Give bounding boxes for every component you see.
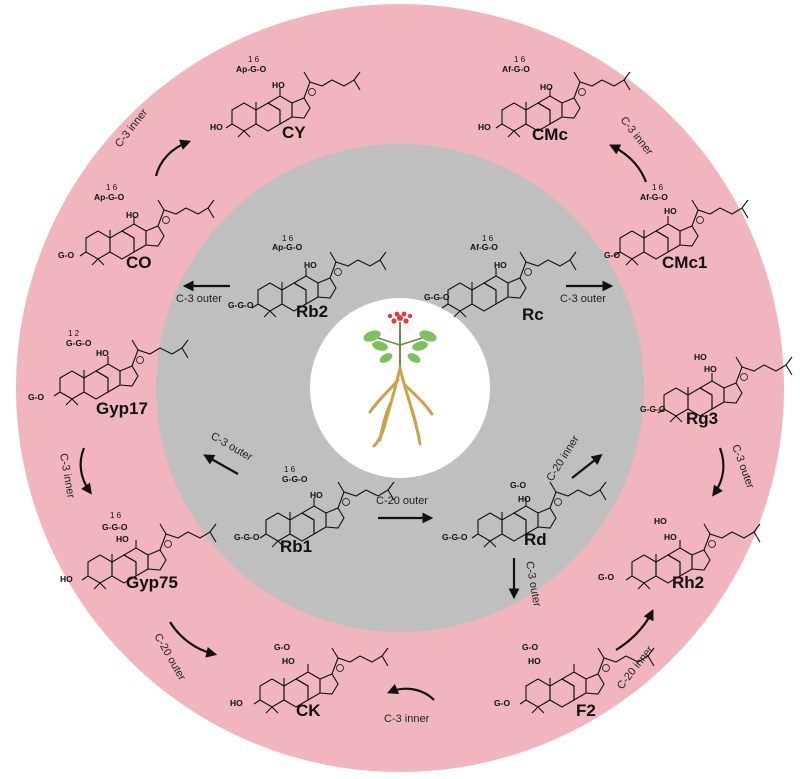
structure-rc: Af-G-O 1 6 G-G-O HO xyxy=(424,234,577,318)
arrow-rb1-gyp17 xyxy=(203,454,239,475)
inner-disc xyxy=(310,298,490,478)
svg-text:G-O: G-O xyxy=(494,698,510,708)
svg-text:HO: HO xyxy=(518,494,531,504)
svg-text:G-O: G-O xyxy=(510,480,526,490)
svg-text:G-O: G-O xyxy=(28,392,44,402)
structure-rg3: HO HO G-G-O xyxy=(640,352,793,423)
svg-text:HO: HO xyxy=(116,534,129,544)
svg-text:Ap-G-O: Ap-G-O xyxy=(94,192,125,202)
arrow-co-cy xyxy=(154,139,192,177)
compound-cmc: CMc xyxy=(532,125,568,144)
svg-text:HO: HO xyxy=(694,352,707,362)
structure-rb2: Ap-G-O 1 6 G-G-O HO xyxy=(228,234,387,318)
compound-rh2: Rh2 xyxy=(672,573,704,592)
structure-rh2: HO HO G-O xyxy=(598,516,761,590)
svg-text:1 2: 1 2 xyxy=(68,329,80,338)
svg-text:G-G-O: G-G-O xyxy=(424,292,450,302)
arrow-rg3-rh2 xyxy=(712,447,725,497)
structure-cmc1: Af-G-O 1 6 G-O HO xyxy=(604,183,749,266)
edge-label-rb2-co: C-3 outer xyxy=(176,293,222,305)
svg-text:1 6: 1 6 xyxy=(482,234,494,243)
svg-text:HO: HO xyxy=(60,574,73,584)
svg-text:G-G-O: G-G-O xyxy=(102,522,128,532)
svg-text:1 6: 1 6 xyxy=(106,183,118,192)
svg-text:HO: HO xyxy=(654,516,667,526)
sub-rb2-top: Ap-G-O xyxy=(272,242,303,252)
compound-ck: CK xyxy=(296,701,321,720)
svg-text:HO: HO xyxy=(528,656,541,666)
svg-text:HO: HO xyxy=(478,122,491,132)
structure-cmc: Af-G-O 1 6 HO HO xyxy=(478,55,631,138)
svg-text:HO: HO xyxy=(210,122,223,132)
arrow-gyp17-gyp75 xyxy=(79,447,92,495)
arrow-cmc1-cmc xyxy=(609,144,648,183)
svg-text:G-O: G-O xyxy=(522,642,538,652)
structure-co: Ap-G-O 1 6 G-O HO xyxy=(58,183,215,266)
svg-text:Af-G-O: Af-G-O xyxy=(502,64,530,74)
compound-cy: CY xyxy=(282,123,306,142)
svg-text:G-G-O: G-G-O xyxy=(640,404,666,414)
svg-text:HO: HO xyxy=(96,348,109,358)
svg-text:G-O: G-O xyxy=(604,250,620,260)
edge-label-rc-cmc1: C-3 outer xyxy=(560,293,606,305)
edge-label-f2-ck: C-3 inner xyxy=(384,713,430,725)
svg-text:1 6: 1 6 xyxy=(282,234,294,243)
svg-text:Af-G-O: Af-G-O xyxy=(640,192,668,202)
svg-text:HO: HO xyxy=(664,206,677,216)
svg-text:G-O: G-O xyxy=(598,572,614,582)
svg-text:1 6: 1 6 xyxy=(652,183,664,192)
structure-cy: Ap-G-O 1 6 HO HO xyxy=(210,55,361,138)
compound-rb1: Rb1 xyxy=(280,537,312,556)
structure-rb1: G-G-O 1 6 G-G-O HO xyxy=(234,465,395,548)
svg-text:HO: HO xyxy=(494,260,507,270)
sub-rc-top: Af-G-O xyxy=(470,242,498,252)
compound-cmc1: CMc1 xyxy=(662,253,707,272)
svg-text:HO: HO xyxy=(704,364,717,374)
svg-text:HO: HO xyxy=(126,210,139,220)
arrow-gyp75-ck xyxy=(169,621,218,658)
compound-rg3: Rg3 xyxy=(686,409,718,428)
arrow-f2-ck xyxy=(386,683,435,701)
svg-text:1 6: 1 6 xyxy=(248,55,260,64)
svg-text:HO: HO xyxy=(272,80,285,90)
svg-text:HO: HO xyxy=(304,260,317,270)
compound-rc: Rc xyxy=(522,305,544,324)
compound-rb2: Rb2 xyxy=(296,302,328,321)
ginseng-plant-icon xyxy=(363,311,437,448)
svg-text:G-G-O: G-G-O xyxy=(282,474,308,484)
svg-text:HO: HO xyxy=(310,490,323,500)
svg-text:Ap-G-O: Ap-G-O xyxy=(236,64,267,74)
svg-text:HO: HO xyxy=(664,532,677,542)
svg-text:HO: HO xyxy=(282,656,295,666)
svg-text:G-G-O: G-G-O xyxy=(442,532,468,542)
arrow-f2-rh2 xyxy=(615,609,654,651)
svg-text:HO: HO xyxy=(540,82,553,92)
svg-text:1 6: 1 6 xyxy=(110,511,122,520)
svg-text:1 6: 1 6 xyxy=(514,55,526,64)
sub-rb2-c3: G-G-O xyxy=(228,300,254,310)
compound-co: CO xyxy=(126,253,152,272)
svg-text:G-O: G-O xyxy=(58,250,74,260)
svg-text:G-G-O: G-G-O xyxy=(66,338,92,348)
compound-gyp75: Gyp75 xyxy=(126,573,178,592)
structure-f2: G-O HO G-O xyxy=(494,642,655,714)
structure-gyp75: G-G-O 1 6 HO HO xyxy=(60,511,217,590)
structure-ck: G-O HO HO xyxy=(230,642,389,714)
structure-gyp17: G-G-O 1 2 G-O HO xyxy=(28,329,189,406)
svg-text:G-O: G-O xyxy=(274,642,290,652)
edge-label-rb1-rd: C-20 outer xyxy=(376,495,428,507)
svg-text:G-G-O: G-G-O xyxy=(234,532,260,542)
structure-rd: G-O G-G-O HO xyxy=(442,480,607,548)
compound-rd: Rd xyxy=(524,530,547,549)
svg-text:HO: HO xyxy=(230,698,243,708)
svg-text:1 6: 1 6 xyxy=(284,465,296,474)
compound-gyp17: Gyp17 xyxy=(96,399,148,418)
arrow-rd-rg3 xyxy=(571,453,603,479)
compound-f2: F2 xyxy=(576,701,596,720)
